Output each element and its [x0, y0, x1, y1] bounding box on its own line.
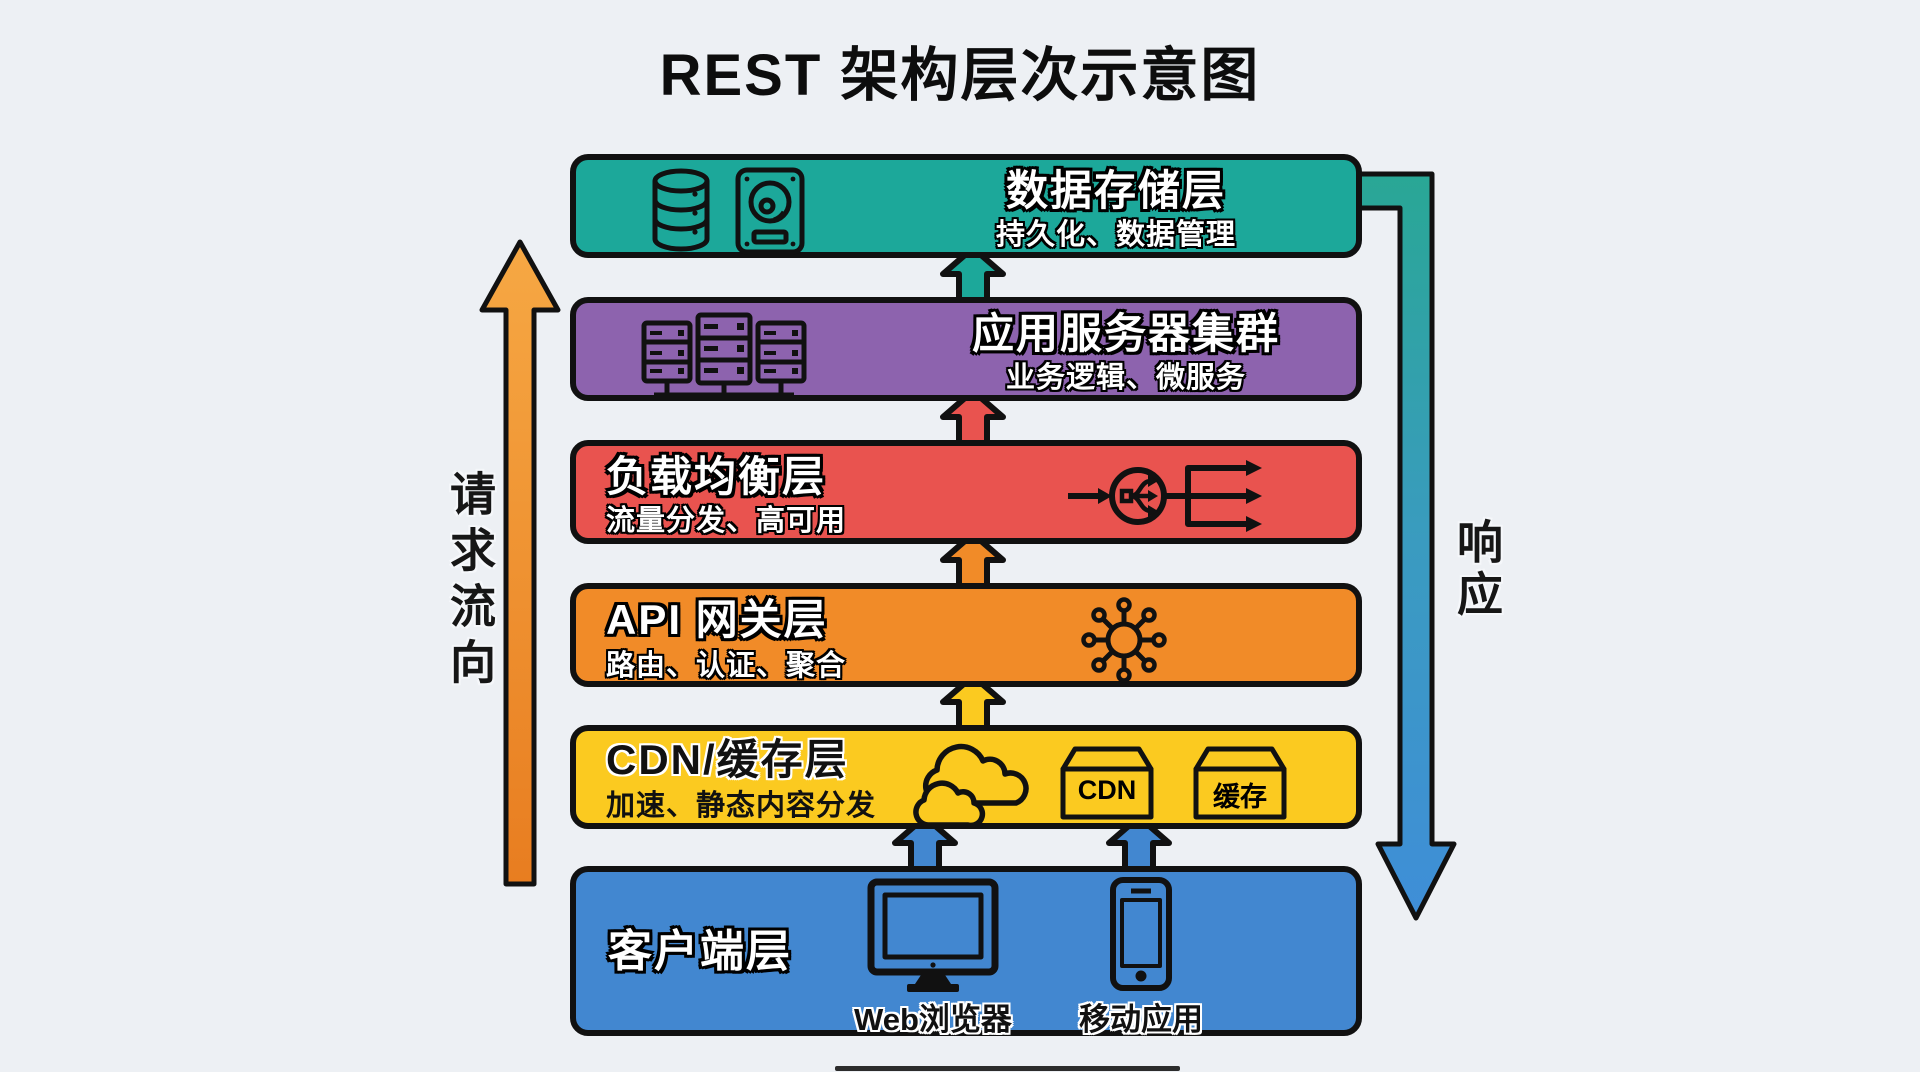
storage-subtitle: 持久化、数据管理: [995, 219, 1236, 252]
layer-client: 客户端层 Web浏览器 移动应用: [570, 866, 1362, 1037]
mobile-app-label: 移动应用: [1079, 1002, 1203, 1037]
layer-cdn-cache: CDN/缓存层 加速、静态内容分发 CDN 缓存: [570, 725, 1362, 829]
page-title: REST 架构层次示意图: [659, 43, 1261, 108]
request-flow-arrow: [479, 239, 561, 887]
layer-app-servers: 应用服务器集群 业务逻辑、微服务: [570, 297, 1362, 401]
layer-api-gateway: API 网关层 路由、认证、聚合: [570, 583, 1362, 687]
response-arrow: [1356, 171, 1457, 921]
monitor-icon: [867, 878, 999, 992]
cache-package-icon: 缓存: [1184, 743, 1296, 823]
layer-data-storage: 数据存储层 持久化、数据管理: [570, 154, 1362, 258]
cache-package-label: 缓存: [1213, 782, 1267, 812]
cdn-cache-title: CDN/缓存层: [606, 736, 849, 783]
client-title: 客户端层: [608, 927, 792, 976]
api-gateway-subtitle: 路由、认证、聚合: [606, 650, 847, 682]
cloud-icon: [913, 743, 1029, 829]
storage-title: 数据存储层: [1005, 167, 1226, 214]
cdn-package-label: CDN: [1077, 775, 1137, 805]
app-servers-title: 应用服务器集群: [971, 310, 1280, 357]
layer-load-balancer: 负载均衡层 流量分发、高可用: [570, 440, 1362, 544]
hard-disk-icon: [735, 167, 805, 255]
cdn-package-icon: CDN: [1051, 743, 1163, 823]
server-cluster-icon: [641, 312, 807, 398]
load-balancer-icon: [1068, 460, 1262, 532]
bottom-crop-line: [835, 1066, 1180, 1071]
request-flow-label: 请求流向: [444, 470, 496, 694]
hub-icon: [1081, 597, 1167, 683]
database-icon: [652, 168, 710, 252]
app-servers-subtitle: 业务逻辑、微服务: [1005, 362, 1246, 395]
smartphone-icon: [1110, 877, 1172, 991]
load-balancer-title: 负载均衡层: [606, 453, 827, 500]
api-gateway-title: API 网关层: [606, 596, 828, 643]
response-label: 响应: [1451, 518, 1503, 622]
load-balancer-subtitle: 流量分发、高可用: [606, 505, 847, 537]
web-browser-label: Web浏览器: [854, 1002, 1012, 1037]
cdn-cache-subtitle: 加速、静态内容分发: [606, 790, 877, 822]
